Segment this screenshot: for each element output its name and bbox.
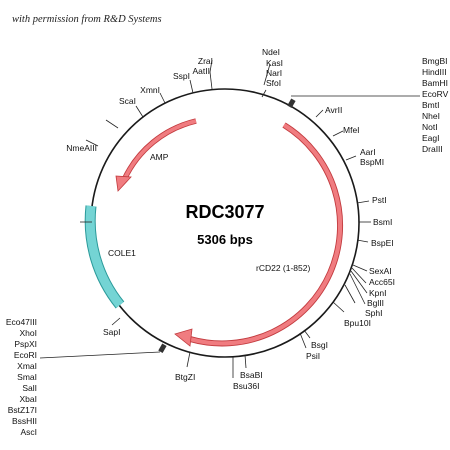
plasmid-name: RDC3077 <box>185 202 264 222</box>
site-acc65i: Acc65I <box>369 277 395 287</box>
site-bsmi: BsmI <box>373 217 392 227</box>
site-pspxi: PspXI <box>14 339 37 349</box>
feature-label-rcd22: rCD22 (1-852) <box>256 263 310 273</box>
mcs-marker-top <box>287 98 296 108</box>
rcd22-arrowhead <box>174 328 193 347</box>
site-bsshii: BssHII <box>12 416 37 426</box>
site-draiii: DraIII <box>422 144 443 154</box>
site-sexai: SexAI <box>369 266 392 276</box>
cole1-origin <box>85 205 124 308</box>
site-eagi: EagI <box>422 133 440 143</box>
site-nhei: NheI <box>422 111 440 121</box>
site-ecori: EcoRI <box>14 350 37 360</box>
site-xhoi: XhoI <box>20 328 38 338</box>
site-mfei: MfeI <box>343 125 360 135</box>
site-sapi: SapI <box>103 327 121 337</box>
amp-arrow <box>122 119 197 181</box>
site-ecorv: EcoRV <box>422 89 449 99</box>
site-bmgbi: BmgBI <box>422 56 448 66</box>
site-hindiii: HindIII <box>422 67 447 77</box>
site-nmeaiii: NmeAIII <box>66 143 97 153</box>
site-ticks <box>39 59 420 378</box>
site-xmni: XmnI <box>140 85 160 95</box>
credit-text: with permission from R&D Systems <box>12 14 162 25</box>
site-bsu36i: Bsu36I <box>233 381 259 391</box>
site-nari: NarI <box>266 68 282 78</box>
site-aatii: AatII <box>193 66 210 76</box>
site-asci: AscI <box>20 427 37 437</box>
site-bmti: BmtI <box>422 100 439 110</box>
site-scai: ScaI <box>119 96 136 106</box>
rcd22-arrow <box>189 123 343 346</box>
plasmid-backbone <box>90 88 360 358</box>
site-aari: AarI <box>360 147 376 157</box>
site-sspi: SspI <box>173 71 190 81</box>
amp-arrow-outline <box>121 118 197 182</box>
site-bsgi: BsgI <box>311 340 328 350</box>
site-ndei: NdeI <box>262 47 280 57</box>
feature-label-amp: AMP <box>150 152 169 162</box>
plasmid-size: 5306 bps <box>197 232 253 247</box>
site-bpu10i: Bpu10I <box>344 318 371 328</box>
site-eco47iii: Eco47III <box>6 317 37 327</box>
site-bamhi: BamHI <box>422 78 448 88</box>
site-bsabi: BsaBI <box>240 370 263 380</box>
site-bstz17i: BstZ17I <box>8 405 37 415</box>
site-bspmi: BspMI <box>360 157 384 167</box>
amp-arrowhead <box>115 175 132 192</box>
site-sphi: SphI <box>365 308 383 318</box>
site-xmai: XmaI <box>17 361 37 371</box>
site-bspei: BspEI <box>371 238 394 248</box>
mcs-marker-bottom <box>158 343 167 353</box>
site-sfoi: SfoI <box>266 78 281 88</box>
feature-label-cole1: COLE1 <box>108 248 136 258</box>
site-psti: PstI <box>372 195 387 205</box>
site-noti: NotI <box>422 122 438 132</box>
site-sali: SalI <box>22 383 37 393</box>
site-zrai: ZraI <box>198 56 213 66</box>
site-smai: SmaI <box>17 372 37 382</box>
site-bglii: BglII <box>367 298 384 308</box>
site-btgzi: BtgZI <box>175 372 195 382</box>
site-kasi: KasI <box>266 58 283 68</box>
site-kpni: KpnI <box>369 288 387 298</box>
site-xbai: XbaI <box>20 394 38 404</box>
site-avrii: AvrII <box>325 105 342 115</box>
site-psii: PsiI <box>306 351 320 361</box>
